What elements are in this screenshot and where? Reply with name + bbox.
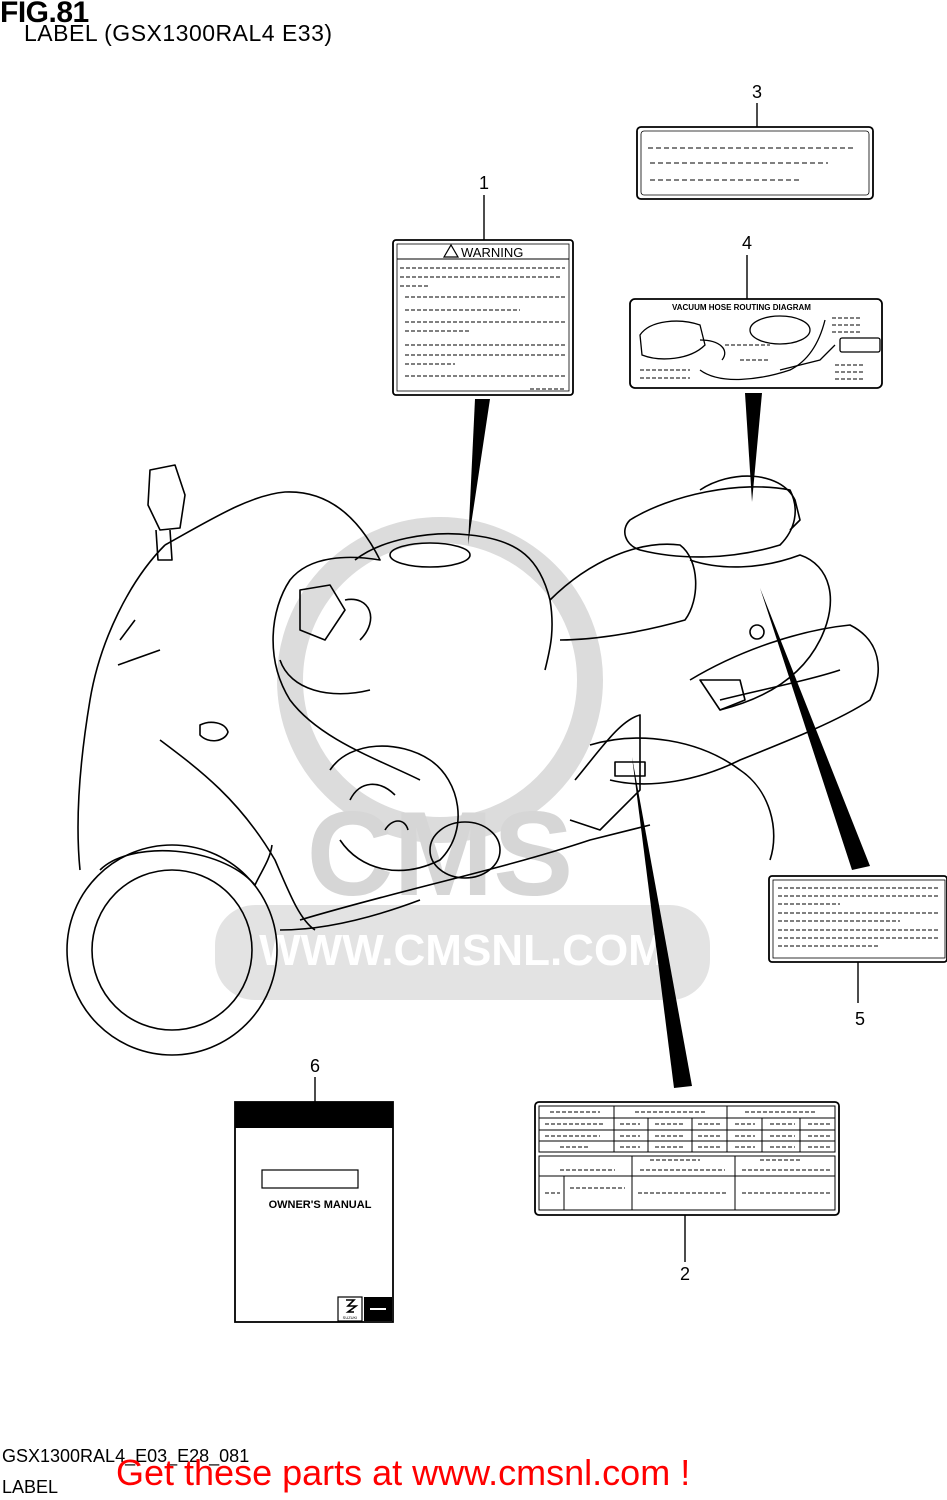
- label-3: [636, 126, 874, 200]
- watermark: CMS WWW.CMSNL.COM: [215, 517, 710, 1000]
- label-2-table: [534, 1101, 840, 1216]
- callout-3: 3: [752, 82, 762, 102]
- label-1-warning: WARNING: [392, 239, 574, 396]
- item-6-owners-manual: OWNER'S MANUAL SUZUKI: [234, 1101, 394, 1323]
- vacuum-title: VACUUM HOSE ROUTING DIAGRAM: [672, 303, 811, 312]
- watermark-url: WWW.CMSNL.COM: [259, 926, 665, 975]
- warning-title: WARNING: [461, 245, 523, 260]
- motorcycle-outline: [66, 464, 879, 1056]
- callout-2: 2: [680, 1264, 690, 1284]
- leader-lines: [314, 103, 870, 1262]
- manual-title: OWNER'S MANUAL: [269, 1199, 372, 1211]
- diagram-code: GSX1300RAL4_E03_E28_081: [2, 1446, 250, 1466]
- label-4-vacuum-hose: VACUUM HOSE ROUTING DIAGRAM: [629, 298, 883, 389]
- callout-1: 1: [479, 173, 489, 193]
- figure-number: FIG.81: [0, 0, 89, 29]
- suzuki-logo-icon: [345, 1299, 359, 1313]
- category-label: LABEL: [2, 1477, 59, 1497]
- manual-brand: SUZUKI: [343, 1315, 358, 1320]
- callout-numbers: 1 2 3 4 5 6: [310, 82, 865, 1284]
- label-5: [768, 875, 947, 963]
- callout-5: 5: [855, 1009, 865, 1029]
- callout-4: 4: [742, 233, 752, 253]
- callout-6: 6: [310, 1056, 320, 1076]
- figure-subtitle: LABEL (GSX1300RAL4 E33): [24, 20, 333, 46]
- warning-triangle-icon: [442, 243, 460, 258]
- promo-link[interactable]: Get these parts at www.cmsnl.com !: [116, 1452, 691, 1493]
- watermark-brand: CMS: [307, 787, 574, 921]
